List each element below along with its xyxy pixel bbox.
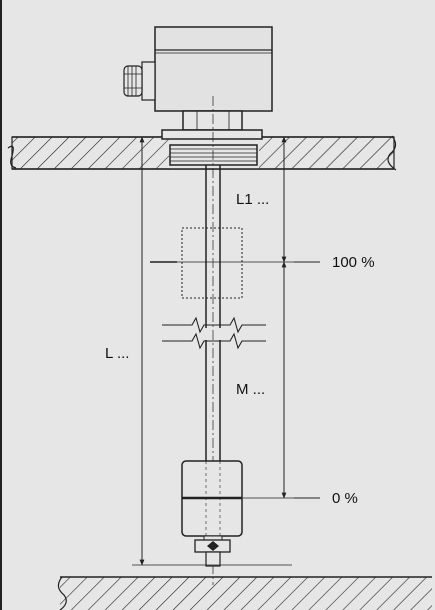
guide-tube: [205, 165, 221, 462]
break-symbol: [162, 316, 266, 350]
dimension-l: [132, 136, 292, 566]
float-lower: [181, 460, 243, 537]
cable-gland: [123, 61, 156, 101]
label-level-0: 0 %: [332, 490, 358, 507]
label-l1: L1 ...: [236, 191, 270, 208]
tank-bottom: [57, 576, 432, 610]
housing: [154, 26, 273, 112]
end-stop: [194, 535, 231, 567]
label-m: M ...: [236, 381, 266, 398]
label-l: L ...: [105, 345, 130, 362]
label-level-100: 100 %: [332, 254, 375, 271]
float-upper-position: [181, 227, 243, 299]
process-connection: [161, 110, 263, 166]
